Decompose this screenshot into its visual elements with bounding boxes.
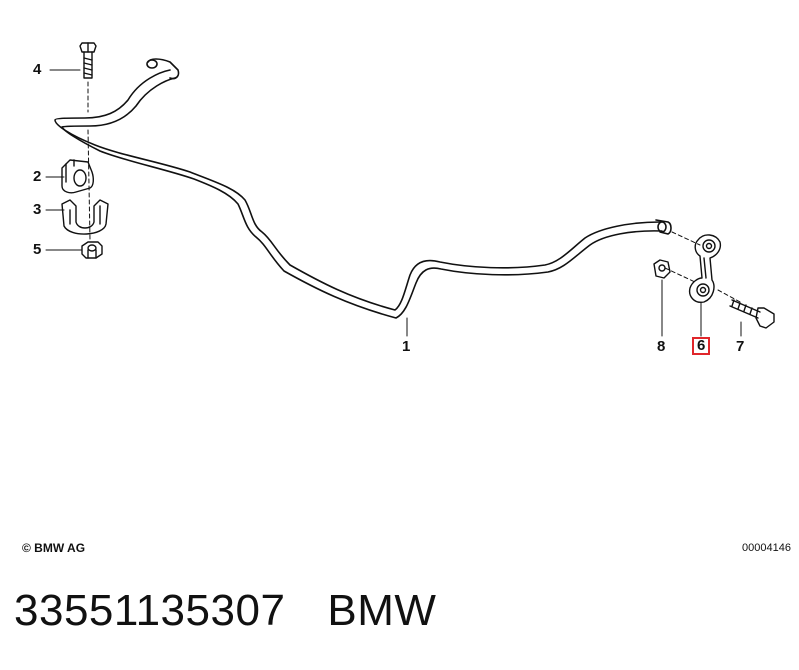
nut-part-5 (81, 241, 103, 259)
callout-8[interactable]: 8 (657, 338, 666, 355)
callout-3[interactable]: 3 (33, 201, 42, 218)
bolt-part-4 (79, 42, 97, 79)
assembly-leader-lines (87, 81, 741, 303)
nut-part-8 (653, 259, 671, 279)
stabilizer-link-part-6 (688, 234, 722, 303)
part-number: 33551135307 (14, 586, 286, 635)
brand-name: BMW (327, 586, 437, 635)
bracket-part-3 (61, 199, 109, 235)
callout-6-highlighted[interactable]: 6 (692, 337, 711, 355)
callout-leaders (45, 69, 742, 337)
callout-2[interactable]: 2 (33, 168, 42, 185)
callout-1[interactable]: 1 (402, 338, 411, 355)
bolt-part-7 (729, 299, 775, 329)
stabilizer-bar-diagram (45, 42, 775, 337)
part-caption: 33551135307 BMW (14, 586, 436, 636)
callout-5[interactable]: 5 (33, 241, 42, 258)
callout-4[interactable]: 4 (33, 61, 42, 78)
rubber-bushing-part-2 (61, 159, 95, 194)
stabilizer-bar (54, 58, 672, 319)
diagram-id: 00004146 (742, 542, 791, 554)
copyright-notice: © BMW AG (22, 541, 86, 555)
callout-7[interactable]: 7 (736, 338, 745, 355)
